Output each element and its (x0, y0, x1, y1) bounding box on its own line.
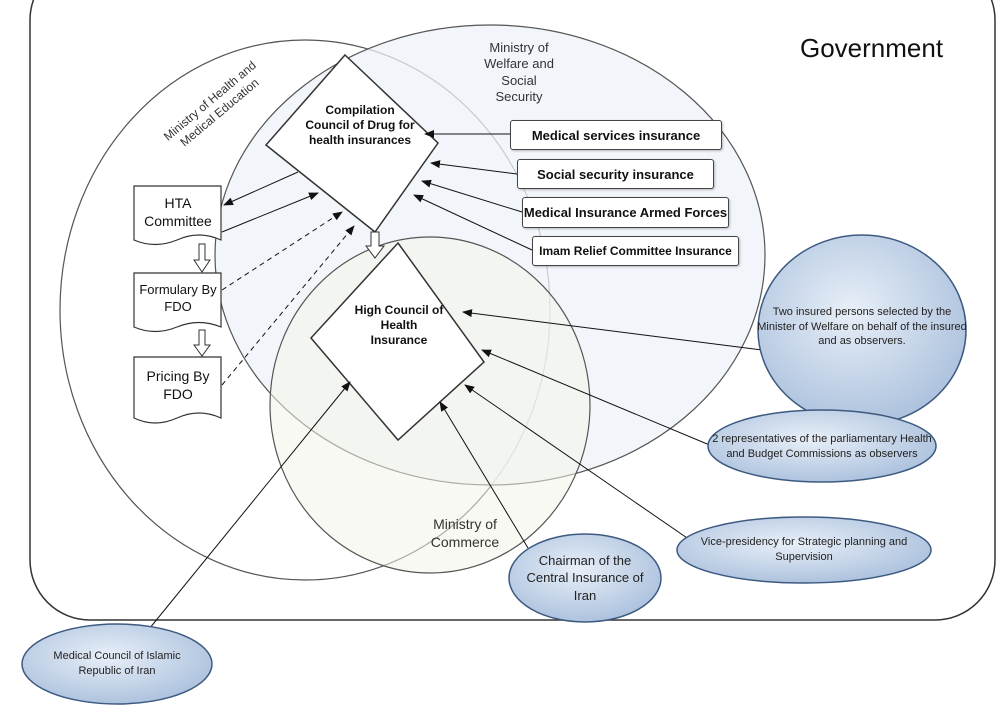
government-label: Government (800, 33, 944, 63)
chairman-arrow (439, 401, 529, 549)
medical-council-text: Medical Council of Islamic Republic of I… (53, 650, 181, 677)
parliament-text: 2 representatives of the parliamentary H… (712, 433, 932, 460)
insured-persons-text: Two insured persons selected by the Mini… (757, 305, 967, 348)
pricing-label: Pricing By FDO (146, 367, 210, 402)
hta-to-formulary-arrow (193, 243, 211, 273)
parliament-arrow (481, 349, 713, 447)
pricing-to-compilation-dashed (221, 225, 355, 386)
chairman-oval (508, 533, 662, 623)
vice-presidency-text: Vice-presidency for Strategic planning a… (700, 536, 908, 563)
hta-committee-label: HTA Committee (144, 194, 212, 229)
formulary-label: Formulary By FDO (139, 282, 217, 314)
social-security-insurance-box: Social security insurance (517, 159, 714, 189)
armed-forces-insurance-box: Medical Insurance Armed Forces (522, 197, 729, 228)
pricing-document-shape (133, 356, 222, 424)
vice-presidency-oval (676, 516, 932, 584)
imam-relief-arrow (413, 194, 533, 251)
formulary-to-pricing-arrow (193, 329, 211, 357)
ministry-commerce-label: Ministry of Commerce (430, 516, 500, 550)
hta-document-shape (133, 185, 222, 246)
medical-council-oval (21, 623, 213, 705)
high-council-diamond (309, 241, 486, 442)
high-council-label: High Council of Health Insurance (354, 303, 444, 347)
parliament-oval (707, 409, 937, 483)
social-security-arrow (430, 160, 518, 175)
armed-forces-arrow (421, 179, 523, 213)
compilation-council-label: Compilation Council of Drug for health i… (305, 103, 415, 147)
insured-persons-arrow (462, 309, 763, 351)
vice-presidency-arrow (464, 384, 691, 541)
hta-to-compilation-arrow (221, 192, 319, 233)
formulary-document-shape (133, 272, 222, 333)
ministry-welfare-label: Ministry of Welfare and Social Security (484, 40, 554, 104)
formulary-to-compilation-dashed (221, 211, 343, 291)
medical-council-arrow (144, 381, 351, 635)
imam-relief-insurance-box: Imam Relief Committee Insurance (532, 236, 739, 266)
medical-services-insurance-box: Medical services insurance (510, 120, 722, 150)
diamond-connector-arrow (365, 231, 385, 259)
compilation-to-hta-arrow (223, 171, 299, 206)
chairman-text: Chairman of the Central Insurance of Ira… (526, 552, 644, 603)
